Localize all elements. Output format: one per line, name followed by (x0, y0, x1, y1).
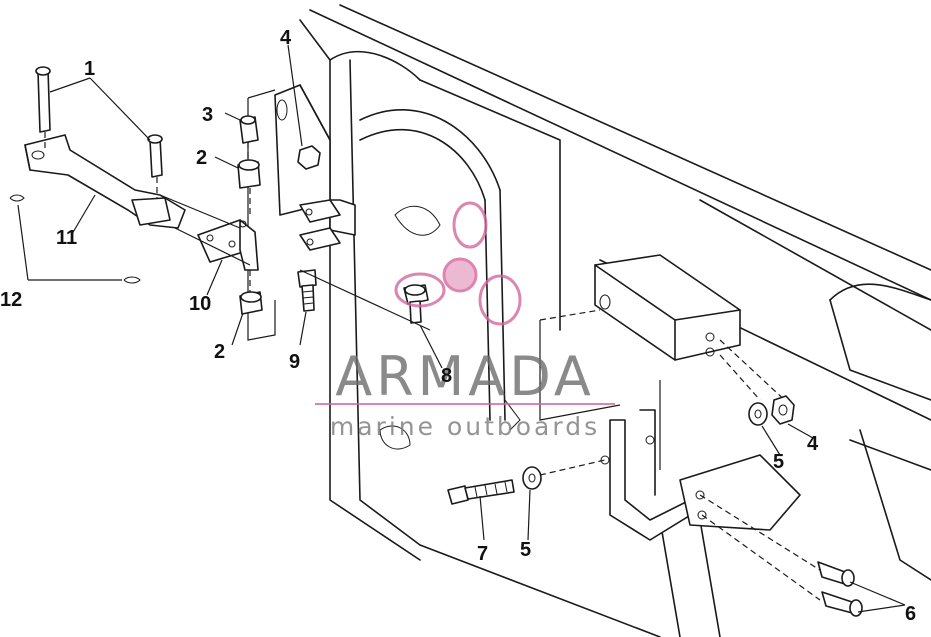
callout-5-right: 5 (773, 451, 784, 473)
callout-4-top: 4 (280, 27, 292, 49)
watermark-logo: ARMADA marine outboards (315, 201, 615, 441)
callout-1: 1 (84, 58, 95, 80)
washer-and-nut-right (748, 395, 795, 426)
link-arm-11 (9, 66, 251, 284)
callout-7: 7 (477, 543, 488, 565)
bolt-7-and-washer (447, 459, 606, 505)
hinge-bracket (247, 84, 356, 341)
callout-labels: 1 4 3 2 11 12 10 2 9 8 7 5 5 4 6 (0, 27, 916, 625)
leader-lines (17, 44, 906, 613)
callout-4-right: 4 (807, 433, 819, 455)
callout-9: 9 (289, 351, 300, 373)
mounting-bracket (539, 320, 821, 601)
screw-9 (297, 269, 317, 312)
callout-2-top: 2 (196, 147, 207, 169)
hull-frame (299, 4, 931, 637)
callout-11: 11 (56, 227, 77, 249)
watermark-tagline: marine outboards (330, 412, 600, 441)
callout-3: 3 (202, 104, 213, 126)
callout-2-bottom: 2 (214, 341, 225, 363)
callout-12: 12 (0, 289, 22, 311)
callout-10: 10 (189, 293, 211, 315)
bolts-6 (817, 561, 863, 617)
watermark-brand: ARMADA (335, 345, 595, 408)
propeller-logo-icon (394, 201, 522, 326)
clevis-bracket-10 (197, 115, 263, 315)
bolt-8 (299, 269, 431, 331)
callout-8: 8 (441, 365, 452, 387)
callout-5-bottom: 5 (520, 539, 531, 561)
callout-6: 6 (905, 603, 916, 625)
sender-block (539, 254, 791, 406)
